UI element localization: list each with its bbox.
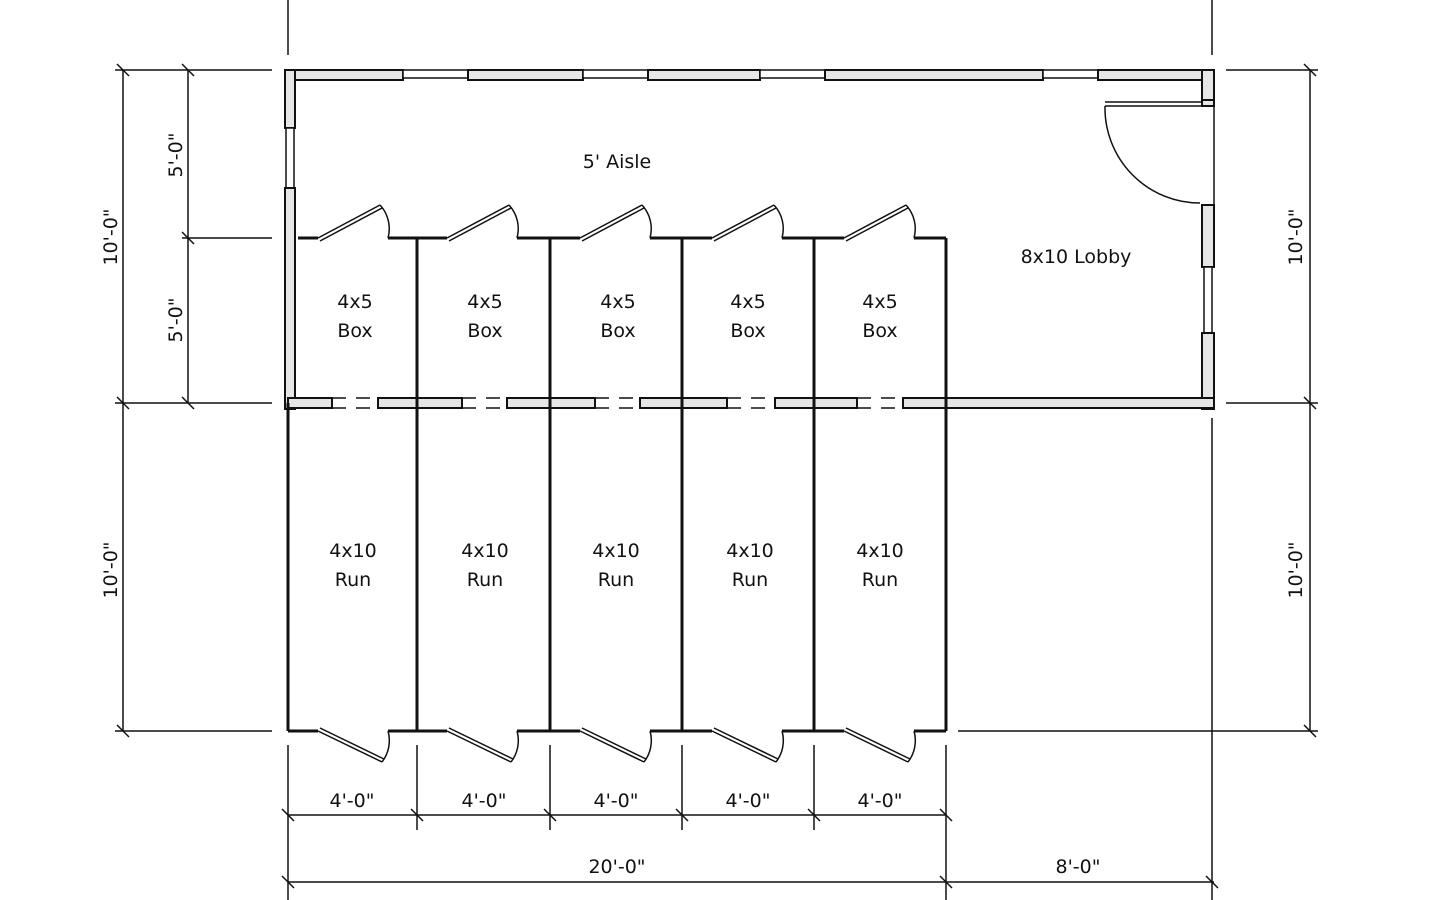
run-size: 4x10 [592, 540, 640, 562]
dim-right-upper: 10'-0" [1285, 208, 1307, 265]
box-name: Box [600, 320, 635, 342]
run-gate-leaf [319, 727, 385, 760]
window [1203, 266, 1213, 334]
run-name: Run [732, 569, 768, 591]
run-gate-leaf [845, 727, 911, 760]
dim-column: 4'-0" [726, 790, 771, 812]
box-door-swing [641, 204, 653, 239]
box-door-leaf [319, 207, 383, 242]
run-name: Run [467, 569, 503, 591]
exterior-wall [1201, 99, 1215, 107]
divider-wall [774, 397, 858, 409]
box-door-leaf [581, 207, 645, 242]
entry-door-swing [1104, 105, 1201, 204]
box-name: Box [862, 320, 897, 342]
lobby-label: 8x10 Lobby [1021, 246, 1132, 268]
run-gate-leaf [446, 730, 512, 763]
box-labels: 4x5 Box 4x5 Box 4x5 Box 4x5 Box 4x5 Box [337, 291, 897, 342]
dimension-tick [281, 875, 295, 889]
box-door-leaf [446, 204, 510, 239]
run-size: 4x10 [856, 540, 904, 562]
box-size: 4x5 [862, 291, 897, 313]
aisle-label: 5' Aisle [583, 151, 652, 173]
box-name: Box [337, 320, 372, 342]
box-door-leaf [845, 207, 909, 242]
dim-column: 4'-0" [462, 790, 507, 812]
exterior-wall [284, 69, 404, 81]
box-door-swing [508, 204, 520, 239]
window [582, 69, 649, 79]
box-name: Box [467, 320, 502, 342]
box-door-leaf [448, 207, 512, 242]
run-gate-leaf [713, 727, 779, 760]
run-gate-leaf [448, 727, 514, 760]
dim-left-lower: 10'-0" [100, 541, 122, 598]
dimension-tick [939, 875, 953, 889]
exterior-wall [284, 69, 296, 129]
dim-left-aisle: 5'-0" [165, 133, 187, 178]
dimension-tick [1205, 875, 1219, 889]
box-door-leaf [843, 204, 907, 239]
window [402, 69, 469, 79]
dim-column: 4'-0" [330, 790, 375, 812]
exterior-wall [284, 187, 296, 410]
dim-column: 4'-0" [594, 790, 639, 812]
divider-wall [287, 397, 333, 409]
box-door-leaf [713, 207, 777, 242]
box-size: 4x5 [600, 291, 635, 313]
dim-left-box: 5'-0" [165, 298, 187, 343]
run-gate-swing [775, 730, 785, 763]
run-gate-leaf [317, 730, 383, 763]
exterior-wall [647, 69, 761, 81]
window [285, 127, 295, 189]
run-gate-leaf [581, 727, 647, 760]
box-door-leaf [711, 204, 775, 239]
divider-wall [902, 397, 947, 409]
run-name: Run [335, 569, 371, 591]
run-gate-swing [510, 730, 520, 763]
divider-wall [377, 397, 463, 409]
window [1042, 69, 1099, 79]
run-size: 4x10 [461, 540, 509, 562]
box-door-swing [905, 204, 917, 239]
window [759, 69, 826, 79]
box-door-leaf [317, 204, 381, 239]
exterior-wall [824, 69, 1044, 81]
run-size: 4x10 [726, 540, 774, 562]
box-door-swing [379, 204, 391, 239]
dim-left-upper: 10'-0" [100, 208, 122, 265]
run-name: Run [598, 569, 634, 591]
run-gate-swing [643, 730, 653, 763]
exterior-wall [1097, 69, 1215, 81]
run-gate-leaf [579, 730, 645, 763]
run-size: 4x10 [329, 540, 377, 562]
run-gate-swing [907, 730, 917, 763]
dim-column: 4'-0" [858, 790, 903, 812]
dim-total-kennels: 20'-0" [588, 856, 645, 878]
run-gate-leaf [843, 730, 909, 763]
exterior-wall [1201, 69, 1215, 101]
box-size: 4x5 [730, 291, 765, 313]
run-gate-swing [381, 730, 391, 763]
box-size: 4x5 [337, 291, 372, 313]
dimension-labels: 10'-0" 5'-0" 5'-0" 10'-0" 10'-0" 10'-0" … [100, 133, 1307, 879]
exterior-wall [1201, 204, 1215, 268]
box-size: 4x5 [467, 291, 502, 313]
exterior-wall [467, 69, 584, 81]
box-name: Box [730, 320, 765, 342]
run-labels: 4x10 Run 4x10 Run 4x10 Run 4x10 Run 4x10… [329, 540, 904, 591]
run-name: Run [862, 569, 898, 591]
plan-geometry [115, 0, 1318, 900]
run-gate-leaf [711, 730, 777, 763]
dim-lobby-width: 8'-0" [1056, 856, 1101, 878]
dim-right-lower: 10'-0" [1285, 541, 1307, 598]
box-door-swing [773, 204, 785, 239]
box-door-leaf [579, 204, 643, 239]
exterior-wall [945, 397, 1215, 409]
